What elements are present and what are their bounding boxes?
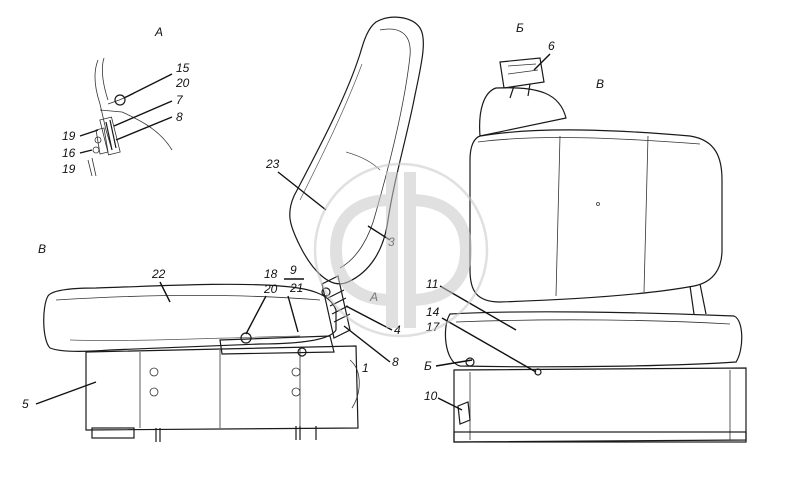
callout-18: 18 (264, 267, 278, 281)
callout-20-main: 20 (263, 282, 278, 296)
view-label-v-right: В (596, 77, 604, 91)
callout-8-main: 8 (392, 355, 399, 369)
detail-a-view (87, 57, 173, 177)
watermark-logo (313, 162, 489, 338)
callout-22: 22 (151, 267, 166, 281)
callout-7: 7 (176, 93, 184, 107)
callout-1: 1 (362, 361, 369, 375)
view-label-b: Б (516, 21, 524, 35)
callout-15: 15 (176, 61, 190, 75)
callout-8-detail: 8 (176, 110, 183, 124)
callout-11: 11 (426, 277, 438, 291)
callout-19-bottom: 19 (62, 162, 76, 176)
callout-14: 14 (426, 305, 440, 319)
callout-6: 6 (548, 39, 555, 53)
callout-21: 21 (289, 281, 303, 295)
backrest (289, 16, 424, 285)
callout-10: 10 (424, 389, 438, 403)
left-seat (43, 275, 360, 442)
right-seat (444, 57, 747, 443)
view-label-v-left: В (38, 242, 46, 256)
view-label-a: А (154, 25, 163, 39)
callout-5: 5 (22, 397, 29, 411)
callout-16: 16 (62, 146, 76, 160)
callout-23: 23 (265, 157, 280, 171)
callout-b-clamp: Б (424, 359, 432, 373)
callout-4: 4 (394, 323, 401, 337)
callout-20-detail: 20 (175, 76, 190, 90)
callout-9: 9 (290, 263, 297, 277)
callout-19-top: 19 (62, 129, 76, 143)
